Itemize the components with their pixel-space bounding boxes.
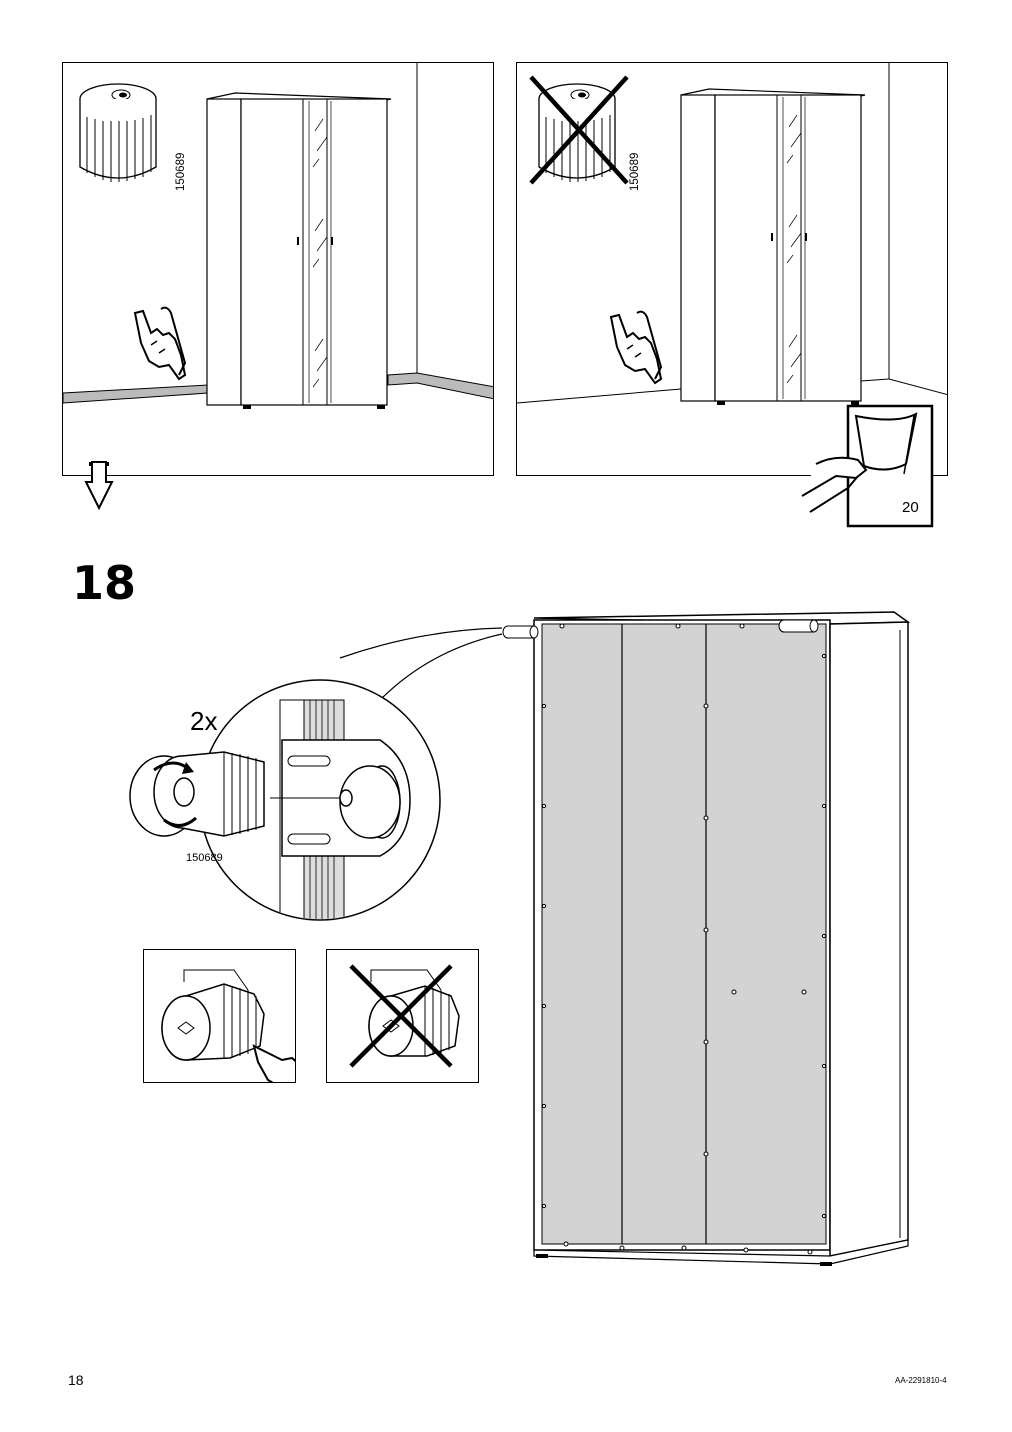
knob-correct-panel <box>143 949 296 1083</box>
part-number-label: 150689 <box>186 852 223 864</box>
wardrobe-against-wall <box>206 92 392 409</box>
step-number: 18 <box>72 556 137 610</box>
reference-page-number: 20 <box>902 499 919 516</box>
page-number: 18 <box>68 1372 84 1388</box>
adjustable-foot-icon <box>79 83 157 182</box>
wardrobe-away-from-wall <box>680 88 866 405</box>
room-scene-incorrect <box>517 63 947 404</box>
pointing-hand-icon <box>252 1044 295 1082</box>
part-number-label: 150689 <box>629 152 641 191</box>
knob-rotate-icon <box>129 751 265 837</box>
part-number-label: 150689 <box>175 152 187 191</box>
knob-flush-illustration <box>161 969 265 1061</box>
arrow-down-icon <box>84 461 114 511</box>
wardrobe-back-view <box>502 611 911 1266</box>
page-turn-icon <box>801 404 934 528</box>
quantity-label: 2x <box>190 706 218 736</box>
pointing-hand-icon <box>609 310 663 385</box>
pointing-hand-icon <box>133 306 187 381</box>
cross-out-icon <box>529 75 629 185</box>
top-left-panel: 150689 <box>62 62 494 476</box>
detail-zoom-circle <box>199 627 503 921</box>
cross-out-icon <box>349 964 453 1068</box>
knob-incorrect-panel <box>326 949 479 1083</box>
document-id: AA-2291810-4 <box>895 1376 947 1385</box>
